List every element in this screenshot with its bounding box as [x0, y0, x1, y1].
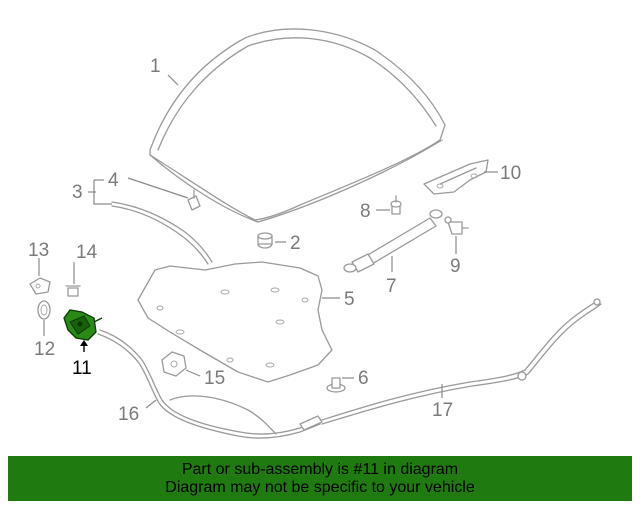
info-banner: Part or sub-assembly is #11 in diagram D…	[8, 456, 632, 501]
callout-6: 6	[358, 368, 369, 389]
callout-7: 7	[386, 276, 397, 297]
hood-hinge	[423, 159, 489, 195]
banner-line-1: Part or sub-assembly is #11 in diagram	[181, 460, 459, 478]
stud-part-8	[390, 195, 402, 215]
part-13-bracket	[29, 277, 51, 295]
callout-1: 1	[150, 56, 161, 77]
leader-4	[127, 177, 189, 199]
callout-10: 10	[500, 163, 521, 184]
callout-2: 2	[290, 233, 301, 254]
callout-11: 11	[72, 358, 92, 379]
grommet-part-6	[326, 377, 346, 393]
leader-15	[185, 369, 201, 377]
callout-3: 3	[72, 182, 83, 203]
release-handle	[161, 351, 187, 377]
bolt-part-14	[65, 285, 81, 297]
weatherstrip	[111, 201, 213, 265]
ball-stud-bracket	[444, 216, 469, 235]
hood-lift-support	[343, 209, 443, 273]
bumper-stop	[257, 232, 273, 249]
hood-latch-highlighted[interactable]	[63, 309, 103, 341]
callout-9: 9	[450, 256, 461, 277]
callout-12: 12	[34, 339, 55, 360]
leader-1	[167, 74, 179, 86]
diagram-canvas: 1 3 4 2 5 8	[28, 28, 602, 439]
leader-16	[145, 399, 157, 409]
callout-16: 16	[118, 404, 139, 425]
banner-line-2: Diagram may not be specific to your vehi…	[165, 478, 475, 496]
release-cable-17	[321, 298, 602, 425]
callout-17: 17	[432, 400, 453, 421]
callout-14: 14	[76, 242, 98, 263]
clip-part-4	[187, 189, 201, 211]
hood-panel	[149, 28, 446, 223]
callout-5: 5	[344, 289, 355, 310]
callout-4: 4	[108, 170, 119, 191]
callout-15: 15	[204, 368, 225, 389]
callout-8: 8	[360, 201, 371, 222]
hood-insulator	[137, 261, 333, 383]
leader-3-bracket	[93, 180, 112, 205]
callout-13: 13	[28, 240, 49, 261]
leader-11-arrow	[80, 340, 88, 346]
grommet-part-12	[37, 300, 51, 320]
release-cable-16	[97, 329, 323, 439]
